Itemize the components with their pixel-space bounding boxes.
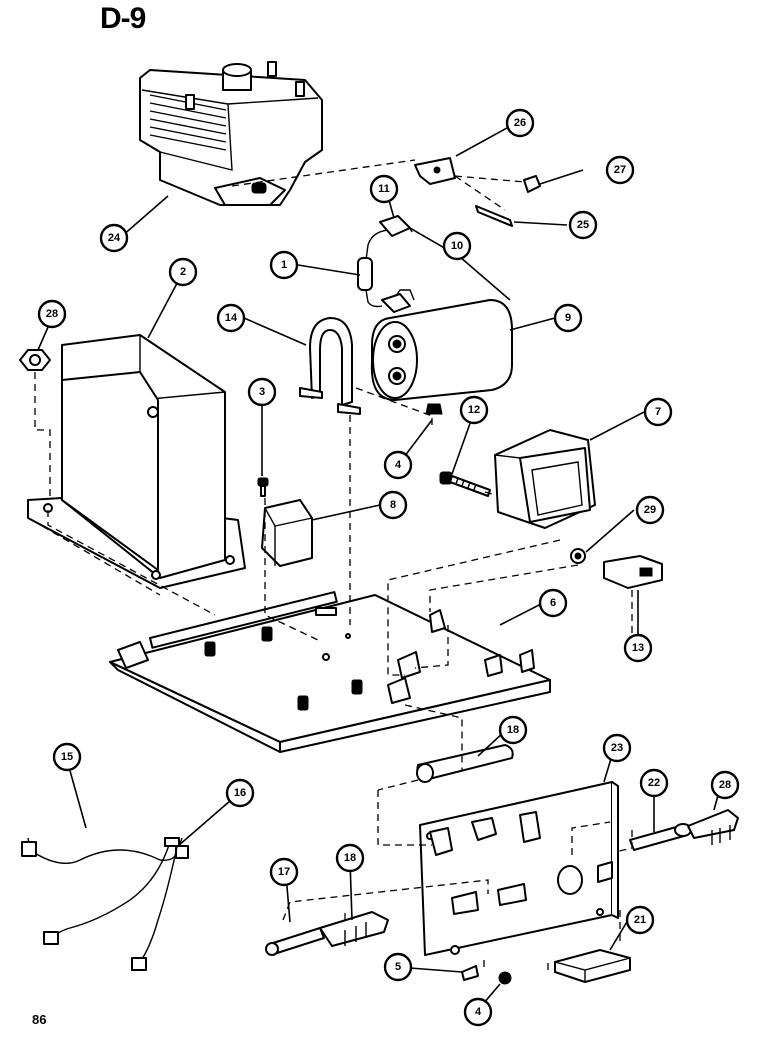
callout-23: 23 — [602, 733, 632, 763]
callouts: 1 2 3 4 4 5 6 7 8 9 10 11 12 13 14 15 16… — [37, 108, 740, 1027]
svg-text:14: 14 — [225, 312, 238, 324]
svg-text:27: 27 — [614, 164, 626, 176]
callout-10: 10 — [442, 231, 472, 261]
svg-text:9: 9 — [565, 312, 571, 324]
assembly-lines — [31, 159, 633, 972]
nut — [570, 548, 586, 564]
callout-9: 9 — [553, 303, 583, 333]
svg-text:10: 10 — [451, 240, 463, 252]
svg-text:11: 11 — [378, 183, 390, 195]
callout-22: 22 — [639, 768, 669, 798]
callout-26: 26 — [505, 108, 535, 138]
svg-text:25: 25 — [577, 219, 589, 231]
callout-2: 2 — [168, 257, 198, 287]
callout-21: 21 — [625, 905, 655, 935]
wire-harness-a — [21, 837, 189, 864]
callout-18-left: 18 — [335, 843, 365, 873]
bolt — [439, 471, 491, 497]
high-voltage-transformer — [27, 334, 246, 589]
svg-text:1: 1 — [281, 259, 287, 271]
switch-bracket — [414, 157, 541, 227]
svg-text:22: 22 — [648, 777, 660, 789]
callout-7: 7 — [643, 397, 673, 427]
svg-text:6: 6 — [550, 597, 556, 609]
callout-25: 25 — [568, 210, 598, 240]
hv-diode — [357, 215, 411, 313]
thermal-cutout — [261, 499, 313, 567]
callout-11: 11 — [369, 174, 399, 204]
callout-20: 28 — [37, 299, 67, 329]
svg-text:4: 4 — [475, 1006, 482, 1018]
callout-4-upper: 4 — [383, 450, 413, 480]
svg-text:3: 3 — [259, 386, 265, 398]
svg-text:16: 16 — [234, 787, 246, 799]
svg-text:12: 12 — [468, 404, 480, 416]
callout-13: 13 — [623, 633, 653, 663]
svg-text:24: 24 — [108, 232, 121, 244]
capacitor-clamp — [299, 317, 361, 415]
screw-small — [425, 403, 443, 415]
page-number: 86 — [32, 1012, 47, 1027]
callout-29: 29 — [635, 495, 665, 525]
callout-16: 16 — [225, 778, 255, 808]
svg-text:2: 2 — [180, 266, 186, 278]
insulation-cover — [554, 949, 631, 983]
control-board — [419, 781, 619, 956]
screw — [257, 477, 269, 497]
fuse-clip-left — [265, 911, 389, 956]
svg-text:17: 17 — [278, 866, 290, 878]
base-plate — [109, 591, 551, 753]
svg-text:15: 15 — [61, 751, 73, 763]
callout-6: 6 — [538, 588, 568, 618]
svg-text:18: 18 — [344, 852, 356, 864]
wire-harness-b — [43, 837, 180, 971]
callout-28-right: 28 — [710, 770, 740, 800]
svg-text:26: 26 — [514, 117, 526, 129]
mounting-screw — [461, 965, 512, 985]
svg-text:13: 13 — [632, 642, 644, 654]
callout-3: 3 — [247, 377, 277, 407]
callout-24: 24 — [99, 223, 129, 253]
svg-text:23: 23 — [611, 742, 623, 754]
svg-text:21: 21 — [634, 914, 646, 926]
callout-12: 12 — [459, 395, 489, 425]
callout-4-lower: 4 — [463, 997, 493, 1027]
svg-text:7: 7 — [655, 406, 661, 418]
callout-8: 8 — [378, 490, 408, 520]
fuse-clip-right — [629, 809, 739, 851]
svg-text:28: 28 — [719, 779, 731, 791]
svg-text:5: 5 — [395, 961, 401, 973]
noise-filter-coil — [494, 429, 596, 529]
svg-text:4: 4 — [395, 459, 402, 471]
svg-text:8: 8 — [390, 499, 396, 511]
callout-15: 15 — [52, 742, 82, 772]
callout-18-top: 18 — [498, 715, 528, 745]
callout-14: 14 — [216, 303, 246, 333]
svg-text:29: 29 — [644, 504, 656, 516]
callout-17: 17 — [269, 857, 299, 887]
hex-nut — [19, 349, 51, 371]
callout-27: 27 — [605, 155, 635, 185]
callout-5: 5 — [383, 952, 413, 982]
connector — [603, 555, 663, 589]
svg-text:18: 18 — [507, 724, 519, 736]
magnetron — [139, 61, 323, 206]
callout-1: 1 — [269, 250, 299, 280]
high-voltage-capacitor — [370, 289, 513, 401]
page-title: D-9 — [100, 2, 146, 35]
fuse-tube — [416, 744, 514, 783]
svg-text:28: 28 — [46, 308, 58, 320]
